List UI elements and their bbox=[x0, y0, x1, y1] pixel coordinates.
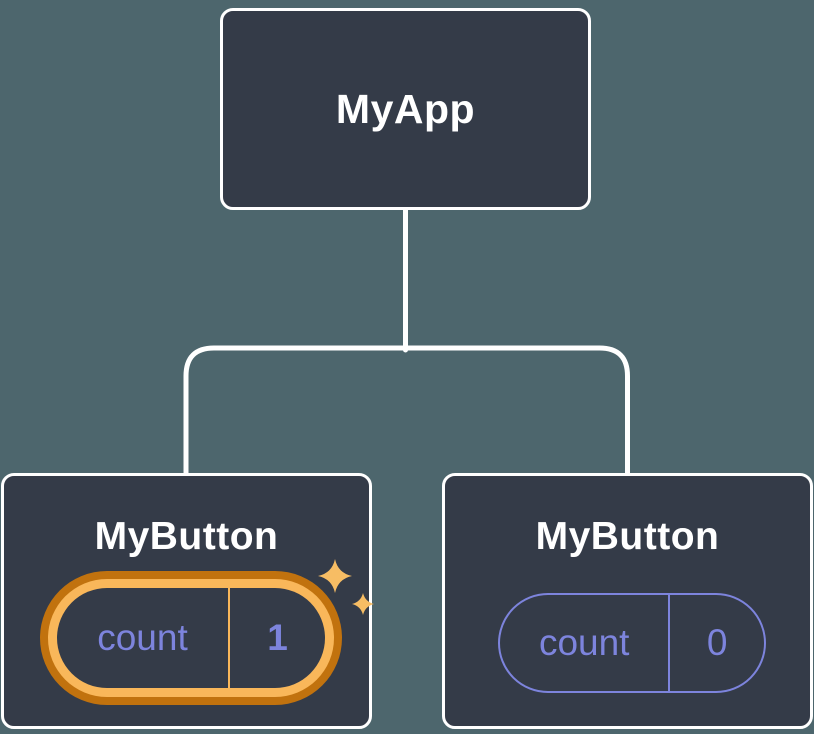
state-value: 0 bbox=[668, 595, 764, 691]
node-mybutton-unchanged: MyButton count 0 bbox=[442, 473, 813, 729]
state-pill-content: count 0 bbox=[500, 595, 764, 691]
node-mybutton-updated: MyButton count 1 bbox=[1, 473, 374, 729]
node-label: MyApp bbox=[335, 85, 476, 132]
connector-bracket bbox=[183, 345, 630, 476]
state-pill-highlighted: count 1 bbox=[40, 571, 342, 705]
state-name: count bbox=[97, 617, 188, 658]
state-pill: count 0 bbox=[498, 593, 766, 693]
state-pill-inner-ring: count 1 bbox=[48, 579, 334, 697]
node-label: MyButton bbox=[535, 515, 720, 558]
state-pill-content: count 1 bbox=[57, 588, 325, 688]
state-value: 1 bbox=[228, 588, 325, 688]
node-myapp: MyApp bbox=[220, 8, 591, 210]
state-name: count bbox=[538, 622, 630, 663]
sparkle-icon bbox=[318, 559, 374, 615]
node-label: MyButton bbox=[94, 515, 279, 558]
